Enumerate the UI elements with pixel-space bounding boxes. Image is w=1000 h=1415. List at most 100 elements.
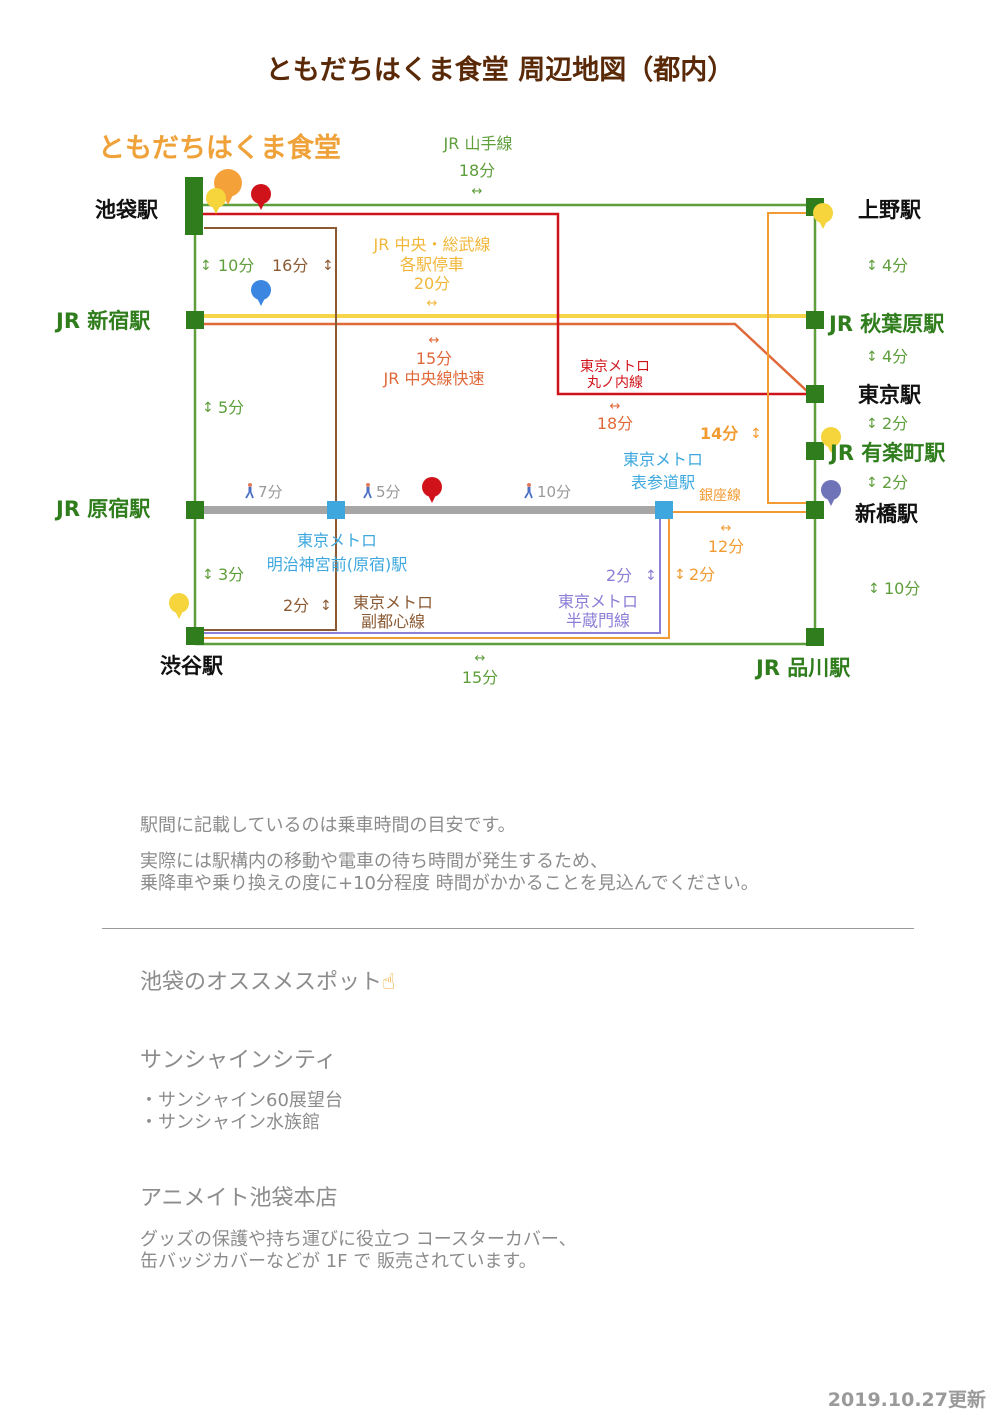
map-pin-icon <box>813 203 833 229</box>
note-line: 駅間に記載しているのは乗車時間の目安です。 <box>140 815 516 836</box>
pointing-up-icon: ☝ <box>382 970 396 995</box>
walk-time3: 10分 <box>537 483 571 501</box>
updown-arrow: ↕ <box>322 258 334 274</box>
shibuya-shinagawa-time: 15分 <box>462 668 498 687</box>
desc-line: グッズの保護や持ち運びに役立つ コースターカバー、 <box>140 1229 577 1250</box>
omotesando-station-marker[interactable] <box>655 501 673 519</box>
yamanote-line <box>193 203 817 646</box>
shibuya-station-marker[interactable] <box>186 627 204 645</box>
ueno-akihabara-time: 4分 <box>882 256 908 275</box>
animate-desc: グッズの保護や持ち運びに役立つ コースターカバー、 缶バッジカバーなどが 1F … <box>140 1229 577 1273</box>
map-pin-icons <box>169 169 841 619</box>
marunouchi-time: 18分 <box>597 414 633 433</box>
leftright-arrow: ↔ <box>427 296 438 311</box>
map-pin-icon <box>251 184 271 210</box>
tokyo-label: 東京駅 <box>858 383 922 407</box>
shinbashi-label: 新橋駅 <box>855 502 919 526</box>
restaurant-label: ともだちはくま食堂 <box>98 132 341 164</box>
updown-arrow: ↕ <box>320 598 332 614</box>
fukutoshin-name: 副都心線 <box>361 612 425 631</box>
map-pin-icon <box>821 427 841 453</box>
akihabara-station-marker[interactable] <box>806 311 824 329</box>
shinjuku-label: JR 新宿駅 <box>54 309 151 333</box>
updown-arrow: ↕ <box>866 416 878 432</box>
shinbashi-shinagawa-time: 10分 <box>884 579 920 598</box>
chuo-sobu-name: JR 中央・総武線 <box>373 235 491 254</box>
updown-arrow: ↕ <box>750 426 762 442</box>
list-item: ・サンシャイン60展望台 <box>140 1090 343 1111</box>
leftright-arrow: ↔ <box>429 333 440 348</box>
walk-time2: 5分 <box>376 483 401 501</box>
hanzomon-company: 東京メトロ <box>558 592 638 611</box>
ginza-line-south <box>195 511 815 639</box>
map-pin-icon <box>206 188 226 214</box>
spots-heading-text: 池袋のオススメスポット <box>140 970 383 995</box>
updown-arrow: ↕ <box>866 475 878 491</box>
yamanote-time: 18分 <box>459 161 495 180</box>
updown-arrow: ↕ <box>202 567 214 583</box>
fukutoshin-time2: 2分 <box>283 596 309 615</box>
shinagawa-label: JR 品川駅 <box>754 656 851 680</box>
shinjuku-station-marker[interactable] <box>186 311 204 329</box>
marunouchi-name: 丸ノ内線 <box>587 375 643 391</box>
ginza-time1: 14分 <box>700 424 738 443</box>
ginza-name: 銀座線 <box>699 488 741 504</box>
update-date: 2019.10.27更新 <box>827 1389 986 1411</box>
tokyo-yurakucho-time: 2分 <box>882 414 908 433</box>
walking-person-icon <box>363 483 372 499</box>
marunouchi-line <box>195 212 815 396</box>
meijijingumae-station-marker[interactable] <box>327 501 345 519</box>
omote-station-label: 表参道駅 <box>631 473 695 492</box>
chuo-rapid-line <box>195 322 809 393</box>
spots-heading: 池袋のオススメスポット☝ <box>140 964 395 996</box>
note-line: 実際には駅構内の移動や電車の待ち時間が発生するため、 <box>140 851 608 872</box>
fukutoshin-line <box>195 227 337 631</box>
updown-arrow: ↕ <box>202 400 214 416</box>
leftright-arrow: ↔ <box>721 521 732 536</box>
yamanote-name: JR 山手線 <box>443 134 513 153</box>
ginza-time2: 12分 <box>708 537 744 556</box>
shibuya-label: 渋谷駅 <box>160 654 224 678</box>
updown-arrow: ↕ <box>200 258 212 274</box>
hanzomon-line <box>195 512 661 634</box>
akihabara-tokyo-time: 4分 <box>882 347 908 366</box>
updown-arrow: ↕ <box>868 581 880 597</box>
ikebukuro-label: 池袋駅 <box>95 198 159 222</box>
leftright-arrow: ↔ <box>610 399 621 414</box>
shinbashi-station-marker[interactable] <box>806 501 824 519</box>
map-pin-icon <box>422 477 442 503</box>
tokyo-station-marker[interactable] <box>806 385 824 403</box>
yurakucho-shinbashi-time: 2分 <box>882 473 908 492</box>
updown-arrow: ↕ <box>866 349 878 365</box>
map-pin-icon <box>251 280 271 306</box>
ikebukuro-station-marker[interactable] <box>185 177 203 235</box>
list-item: ・サンシャイン水族館 <box>140 1112 320 1133</box>
note-line: 乗降車や乗り換えの度に+10分程度 時間がかかることを見込んでください。 <box>140 873 759 894</box>
meiji-line-label: 東京メトロ <box>297 531 377 550</box>
ueno-label: 上野駅 <box>858 198 922 222</box>
fukutoshin-company: 東京メトロ <box>353 593 433 612</box>
shinjuku-harajuku-time: 5分 <box>218 398 244 417</box>
omote-line-label: 東京メトロ <box>623 450 703 469</box>
walking-person-icon <box>245 483 254 499</box>
harajuku-station-marker[interactable] <box>186 501 204 519</box>
ginza-time3: 2分 <box>689 565 715 584</box>
yurakucho-station-marker[interactable] <box>806 442 824 460</box>
map-pin-icon <box>821 480 841 506</box>
hanzomon-time: 2分 <box>606 566 632 585</box>
updown-arrow: ↕ <box>866 258 878 274</box>
chuo-sobu-time: 20分 <box>414 274 450 293</box>
leftright-arrow: ↔ <box>475 651 486 666</box>
updown-arrow: ↕ <box>674 567 686 583</box>
meiji-station-label: 明治神宮前(原宿)駅 <box>267 555 408 574</box>
leftright-arrow: ↔ <box>472 184 483 199</box>
desc-line: 缶バッジカバーなどが 1F で 販売されています。 <box>140 1251 537 1272</box>
walk-time1: 7分 <box>258 483 283 501</box>
ginza-line <box>767 212 815 504</box>
chuo-rapid-time: 15分 <box>416 349 452 368</box>
notes: 駅間に記載しているのは乗車時間の目安です。 実際には駅構内の移動や電車の待ち時間… <box>140 815 759 895</box>
shinagawa-station-marker[interactable] <box>806 628 824 646</box>
marunouchi-company: 東京メトロ <box>580 359 650 375</box>
station-markers <box>185 177 824 646</box>
hanzomon-name: 半蔵門線 <box>566 611 630 630</box>
